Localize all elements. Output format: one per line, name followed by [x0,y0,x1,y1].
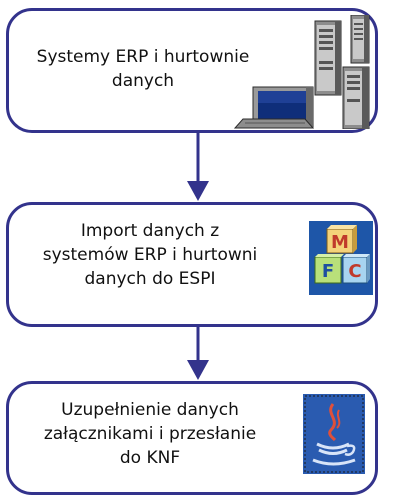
mfc-blocks-icon: M F C [309,221,373,295]
server-tower-front [342,66,370,129]
step-box-knf: Uzupełnienie danych załącznikami i przes… [6,381,378,495]
computer-keyboard [233,118,315,129]
block-m: M [326,225,357,254]
step-label-erp: Systemy ERP i hurtownie danych [36,47,250,91]
java-coffee-icon [303,394,365,474]
flow-arrow-1 [187,133,209,201]
step-label-knf: Uzupełnienie danych załącznikami i przes… [43,400,257,468]
block-letter-f: F [322,261,334,282]
block-letter-c: C [348,261,361,282]
server-tower-small [350,15,370,64]
block-f: F [314,254,344,284]
step-label-import: Import danych z systemów ERP i hurtowni … [42,221,258,289]
step-box-erp: Systemy ERP i hurtownie danych [6,8,378,133]
server-tower-tall [314,20,342,96]
flow-arrow-2 [187,327,209,380]
computer-servers-icon [233,15,370,129]
block-c: C [342,254,370,284]
block-letter-m: M [331,232,349,253]
step-box-import: Import danych z systemów ERP i hurtowni … [6,202,378,327]
